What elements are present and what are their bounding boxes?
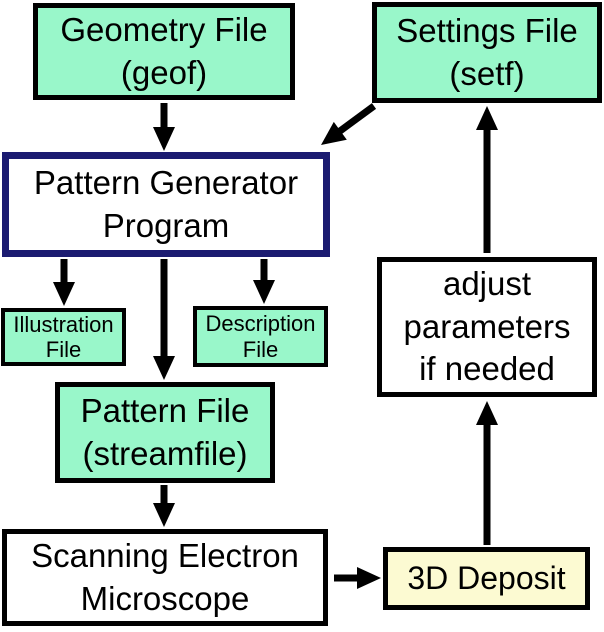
node-scanning-electron-microscope: Scanning Electron Microscope: [2, 529, 328, 626]
arrow-settings-to-generator: [321, 103, 377, 145]
node-adjust-parameters: adjust parameters if needed: [377, 257, 597, 397]
node-illustration-file: Illustration File: [1, 308, 126, 366]
arrow-pattern-file-to-sem: [153, 485, 175, 527]
node-geometry-file: Geometry File (geof): [33, 3, 295, 100]
arrow-generator-to-pattern-file: [153, 259, 175, 380]
arrow-adjust-to-settings: [476, 106, 498, 253]
node-description-file: Description File: [193, 306, 328, 367]
node-pattern-file: Pattern File (streamfile): [55, 382, 275, 483]
arrow-deposit-to-adjust: [476, 401, 498, 545]
node-3d-deposit: 3D Deposit: [383, 547, 590, 610]
arrow-generator-to-illustration: [53, 259, 75, 306]
arrow-generator-to-description: [253, 259, 275, 304]
node-pattern-generator-program: Pattern Generator Program: [2, 152, 330, 257]
node-settings-file: Settings File (setf): [372, 2, 602, 103]
arrow-geometry-to-generator: [153, 103, 175, 151]
arrow-sem-to-deposit: [334, 567, 381, 589]
